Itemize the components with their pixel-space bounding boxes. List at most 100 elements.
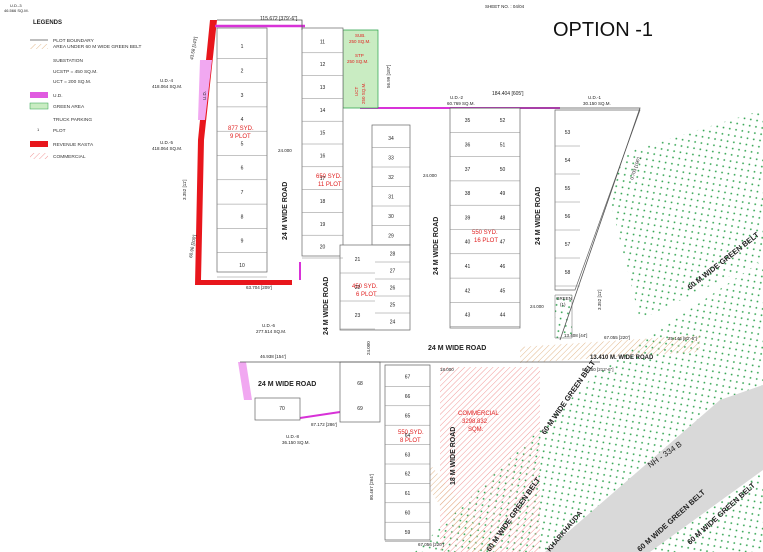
- plot-number: 64: [405, 433, 411, 439]
- dim-1: 115.672 [379'-6"]: [260, 16, 298, 22]
- boundary-east: [450, 107, 641, 341]
- sub-label: SUB.: [355, 33, 366, 38]
- dim-7: 87.172 [286']: [311, 422, 337, 427]
- plot-number: 45: [500, 288, 506, 294]
- stp-label: STP: [355, 53, 364, 58]
- plot-number: 48: [500, 215, 506, 221]
- legend-label-10: COMMERCIAL: [53, 154, 86, 160]
- block-2-size: 650 SYD.: [316, 174, 342, 180]
- dim-13: 80.467 [264']: [369, 474, 374, 500]
- block-col-c: [371, 124, 411, 246]
- option-title: OPTION -1: [553, 19, 653, 41]
- plot-number: 61: [405, 491, 411, 497]
- plot-number: 50: [500, 167, 506, 173]
- boundary-north: [217, 19, 303, 30]
- legend-label-6: GREEN AREA: [53, 104, 85, 110]
- plot-number: 57: [565, 242, 571, 248]
- green-belt-area-upper: [600, 110, 763, 320]
- road-label-5: 24 M WIDE ROAD: [428, 345, 486, 352]
- green-1-number: (1): [560, 302, 566, 307]
- block-3-size: 550 SYD.: [472, 230, 498, 236]
- plot-number: 31: [388, 194, 394, 200]
- plot-number: 66: [405, 394, 411, 400]
- commercial-area: [440, 367, 540, 552]
- block-1-size: 877 SYD.: [228, 126, 254, 132]
- plot-number: 58: [565, 270, 571, 276]
- plot-number: 30: [388, 214, 394, 220]
- block-5-size: 550 SYD.: [398, 430, 424, 436]
- plot-number: 8: [241, 214, 244, 220]
- dim-8: 67.055 [220']: [604, 335, 630, 340]
- road-label-8: 13.410 M. WIDE ROAD: [590, 355, 654, 361]
- plot-number: 38: [465, 191, 471, 197]
- sub-area: 250 SQ.M.: [349, 39, 371, 44]
- plot-number: 59: [405, 530, 411, 536]
- plot-number: 17: [320, 176, 326, 182]
- block-col-b: [301, 27, 344, 257]
- plot-number: 41: [465, 264, 471, 270]
- plot-number: 23: [355, 313, 361, 319]
- plot-number: 54: [565, 158, 571, 164]
- plot-number: 69: [357, 406, 363, 412]
- greenbelt-strip: [520, 335, 700, 363]
- plot-number: 51: [500, 142, 506, 148]
- plot-number: 53: [565, 130, 571, 136]
- plot-number: 62: [405, 472, 411, 478]
- legend-label-4: UCT = 200 SQ.M.: [53, 79, 91, 85]
- legend-heading: LEGENDS: [33, 20, 62, 26]
- plot-number: 2: [241, 68, 244, 74]
- ud-strip-6: [238, 362, 252, 400]
- dim-6: 46.938 [154']: [260, 354, 286, 359]
- dim-14: 3.352 [11']: [182, 179, 187, 200]
- width-24-a: 24.000: [278, 148, 292, 153]
- legend-label-5: U.D.: [53, 93, 63, 99]
- dim-16: 0.703 [106']: [629, 157, 641, 181]
- dim-12: 67.056 [220']: [418, 542, 444, 547]
- road-label-2: 24 M WIDE ROAD: [323, 277, 330, 335]
- plot-number: 35: [465, 118, 471, 124]
- dim-17: 3.352 [11']: [597, 289, 602, 310]
- stp-area: 250 SQ.M.: [347, 59, 369, 64]
- plot-number: 13: [320, 85, 326, 91]
- green-swatch-icon: [29, 102, 49, 110]
- plot-number: 12: [320, 62, 326, 68]
- plot-number: 3: [241, 93, 244, 99]
- plot-numbers: 1234567891011121314151617181920343332313…: [217, 39, 580, 542]
- plot-number: 65: [405, 414, 411, 420]
- ud5-area: 418.064 SQ.M.: [152, 146, 182, 151]
- ud-top-area: 46.566 SQ.M.: [4, 8, 29, 13]
- dim-2: 43.58 [143']: [189, 36, 198, 60]
- plot-number: 22: [355, 285, 361, 291]
- plot-number: 27: [390, 269, 396, 275]
- plot-number: 42: [465, 288, 471, 294]
- plot-number: 60: [405, 511, 411, 517]
- green-1-label: GREEN: [556, 296, 572, 301]
- plot-number: 15: [320, 131, 326, 137]
- ud5-label: U.D.-5: [160, 140, 173, 145]
- plot-number: 26: [390, 286, 396, 292]
- dim-9: 13.408 [44']: [564, 333, 587, 338]
- width-24-c: 24.000: [530, 304, 544, 309]
- plot-number: 67: [405, 375, 411, 381]
- dim-5: 63.704 [209']: [246, 285, 272, 290]
- plot-number: 43: [465, 313, 471, 319]
- plot-number: 18: [320, 199, 326, 205]
- plot-number: 39: [465, 215, 471, 221]
- ud-line-8: [299, 411, 341, 419]
- plot-number: 29: [388, 233, 394, 239]
- commercial-area-unit: SQM.: [468, 427, 484, 433]
- width-18: 18.000: [440, 367, 454, 372]
- plot-number: 20: [320, 245, 326, 251]
- uct-area: 250 SQ.M.: [361, 82, 366, 104]
- ud-small-label: U.D.: [202, 91, 207, 100]
- ud1-area: 30.150 SQ.M.: [583, 101, 611, 106]
- dim-15: 60.96 [200']: [188, 234, 197, 258]
- ud8-label: U.D.-8: [286, 434, 299, 439]
- plot-number: 25: [390, 303, 396, 309]
- plot-number: 46: [500, 264, 506, 270]
- plot-number: 34: [388, 136, 394, 142]
- width-24-d: 24.000: [366, 341, 371, 355]
- commercial-area-value: 3298.832: [462, 419, 488, 425]
- sheet-number: SHEET NO. : 04/04: [485, 4, 525, 9]
- red-swatch-icon: [30, 141, 48, 147]
